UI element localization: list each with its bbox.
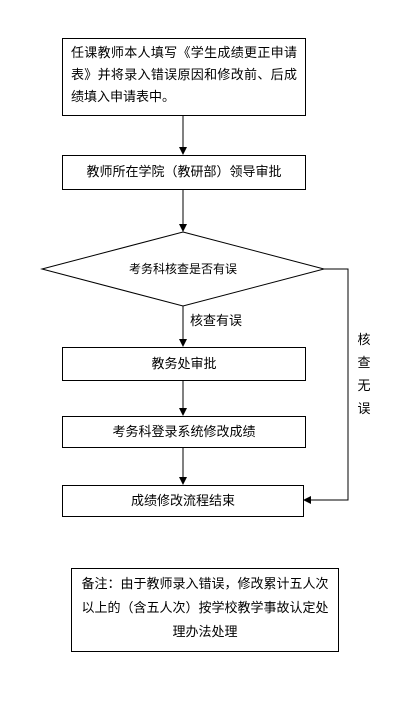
step3-box: 教务处审批 [62, 347, 306, 381]
arrow-no-error-path [303, 268, 349, 504]
yes-label-text: 核查有误 [190, 314, 243, 329]
end-text: 成绩修改流程结束 [130, 493, 235, 509]
step2-text: 教师所在学院（教研部）领导审批 [86, 165, 282, 180]
note-box: 备注：由于教师录入错误，修改累计五人次以上的（含五人次）按学校教学事故认定处理办… [71, 568, 339, 652]
step1-box: 任课教师本人填写《学生成绩更正申请表》并将录入错误原因和修改前、后成绩填入申请表… [62, 38, 306, 116]
step4-text: 考务科登录系统修改成绩 [112, 424, 256, 440]
yes-branch-label: 核查有误 [190, 312, 242, 331]
note-text: 备注：由于教师录入错误，修改累计五人次以上的（含五人次）按学校教学事故认定处理办… [81, 577, 329, 640]
step3-text: 教务处审批 [151, 356, 217, 372]
no-label-char-4: 误 [357, 402, 371, 417]
step2-box: 教师所在学院（教研部）领导审批 [62, 155, 306, 190]
step4-box: 考务科登录系统修改成绩 [62, 416, 306, 448]
decision-label-wrap: 考务科核查是否有误 [90, 258, 276, 280]
no-label-char-3: 无 [357, 379, 371, 394]
end-box: 成绩修改流程结束 [62, 485, 304, 517]
decision-text: 考务科核查是否有误 [128, 261, 237, 276]
no-label-char-2: 查 [357, 356, 371, 371]
no-label-char-1: 核 [357, 333, 371, 348]
step1-text: 任课教师本人填写《学生成绩更正申请表》并将录入错误原因和修改前、后成绩填入申请表… [71, 46, 297, 105]
